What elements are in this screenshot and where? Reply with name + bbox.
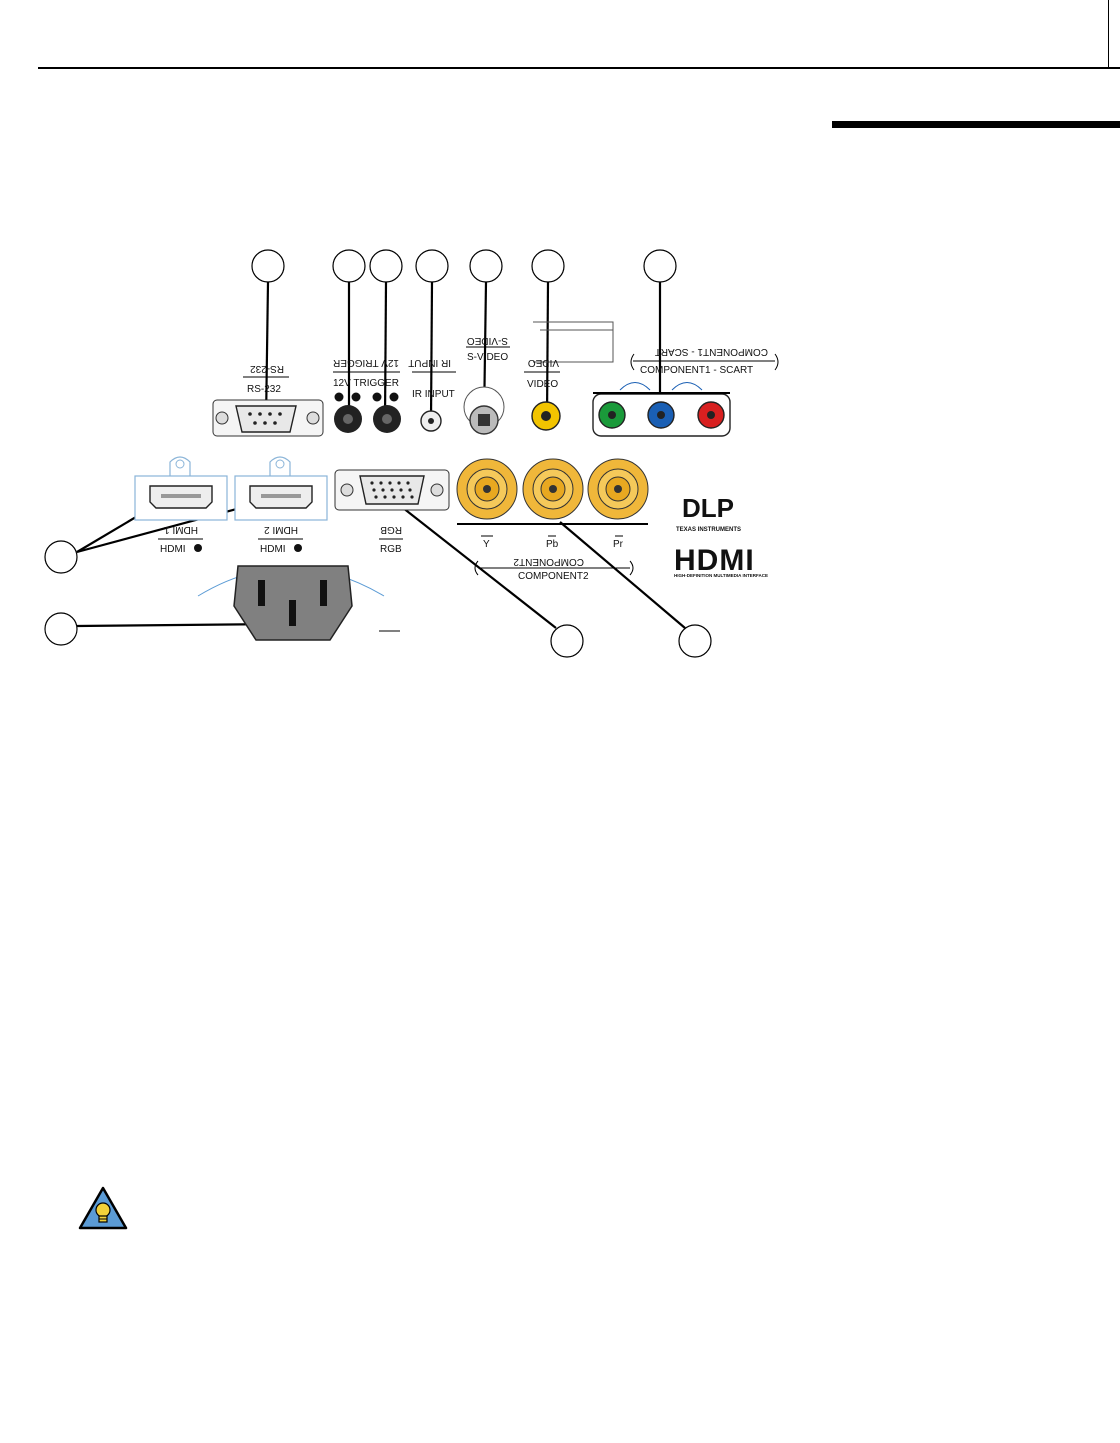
rs232-port: RS-232 RS-232 (212, 363, 324, 437)
svideo-port: S-VIDEO S-VIDEO (463, 335, 510, 435)
hdmi2-label: HDMI (260, 544, 286, 555)
svg-text:VIDEO: VIDEO (528, 357, 559, 368)
dlp-logo-text: DLP (682, 493, 734, 523)
bnc-pb (522, 458, 584, 520)
callout-svideo (469, 249, 503, 283)
dlp-logo-subtext: TEXAS INSTRUMENTS (676, 527, 741, 533)
ir-input-label: IR INPUT (412, 389, 455, 400)
svg-text:COMPONENT2: COMPONENT2 (513, 556, 584, 567)
top-rule (38, 67, 1120, 69)
callout-trigger2 (369, 249, 403, 283)
section-rule (832, 121, 1120, 128)
component2-label: COMPONENT2 (518, 571, 589, 582)
callout-rgb (550, 624, 584, 658)
callout-rs232 (251, 249, 285, 283)
dlp-logo: DLP TEXAS INSTRUMENTS (676, 493, 741, 533)
component1-ports: COMPONENT1 - SCART COMPONENT1 - SCART (592, 346, 779, 437)
pr-label: Pr (613, 539, 624, 550)
svg-text:HDMI 1: HDMI 1 (164, 524, 198, 535)
callout-trigger1 (332, 249, 366, 283)
callout-video (531, 249, 565, 283)
y-label: Y (483, 539, 490, 550)
trigger1-label: 12V TRIGGER (333, 378, 399, 389)
power-inlet (197, 565, 400, 641)
svg-text:COMPONENT1 - SCART: COMPONENT1 - SCART (655, 346, 768, 357)
video-label: VIDEO (527, 379, 558, 390)
svideo-label: S-VIDEO (467, 352, 508, 363)
svg-text:S-VIDEO: S-VIDEO (467, 335, 508, 346)
rs232-label: RS-232 (247, 384, 281, 395)
svg-text:HDMI 2: HDMI 2 (264, 524, 298, 535)
bnc-pr (587, 458, 649, 520)
bnc-y (456, 458, 518, 520)
rgb-port: RGB RGB (334, 469, 450, 555)
callout-ir-input (415, 249, 449, 283)
component1-label: COMPONENT1 - SCART (640, 365, 753, 376)
trigger-ports: 12V TRIGGER 12V TRIGGER (333, 357, 401, 433)
hdmi-logo-subtext: HIGH-DEFINITION MULTIMEDIA INTERFACE (674, 573, 768, 578)
svg-text:RGB: RGB (380, 524, 402, 535)
component2-ports: Y Pb Pr COMPONENT2 COMPONENT2 (456, 458, 649, 582)
pb-label: Pb (546, 539, 559, 550)
svg-text:12V TRIGGER: 12V TRIGGER (333, 357, 399, 368)
hdmi1-label: HDMI (160, 544, 186, 555)
rs232-label-mirror: RS-232 (250, 363, 284, 374)
callout-circles (44, 249, 712, 658)
callout-hdmi (44, 540, 78, 574)
hdmi-ports: HDMI 1 HDMI HDMI 2 HDMI (134, 456, 328, 555)
video-port: VIDEO VIDEO (524, 321, 614, 431)
rgb-label: RGB (380, 544, 402, 555)
hdmi-logo-text: HDMI (674, 544, 755, 577)
callout-component2 (678, 624, 712, 658)
corner-mark (1108, 0, 1109, 68)
svg-text:IR INPUT: IR INPUT (408, 357, 451, 368)
leader-lines (76, 281, 686, 629)
callout-power (44, 612, 78, 646)
hdmi-logo: HDMI HIGH-DEFINITION MULTIMEDIA INTERFAC… (674, 544, 768, 578)
ir-input-port: IR INPUT IR INPUT (408, 357, 456, 432)
lightbulb-tip-icon (78, 1186, 128, 1230)
callout-component1 (643, 249, 677, 283)
rear-panel-diagram: RS-232 RS-232 12V TRIGGER 12V TRIGGER IR… (44, 249, 779, 658)
